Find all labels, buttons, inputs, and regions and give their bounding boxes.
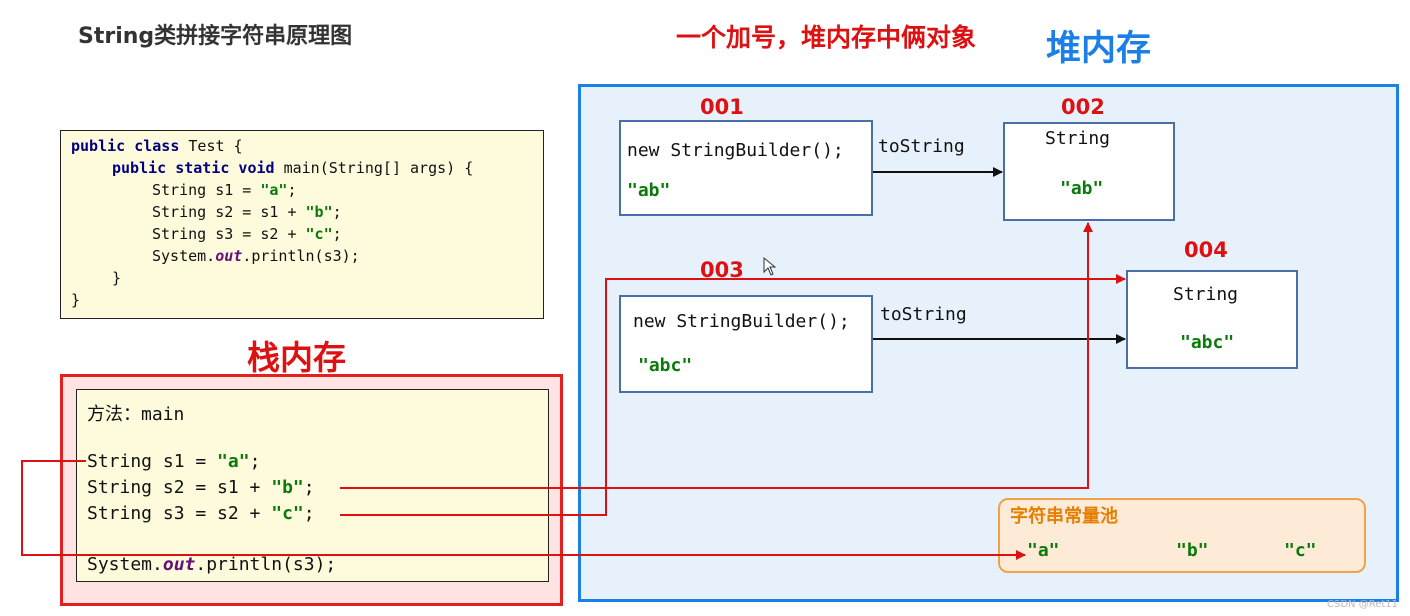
code-text: ; [249, 451, 261, 472]
code-text: System. [87, 554, 163, 575]
stack-line-s1: String s1 = "a"; [87, 451, 260, 472]
object-value: "abc" [638, 355, 693, 376]
code-text: String s3 = s2 + [87, 503, 272, 524]
stack-line-println: System.out.println(s3); [87, 554, 336, 575]
pool-label: 字符串常量池 [1010, 506, 1118, 527]
static-field: out [215, 247, 243, 265]
string-literal: "a" [260, 181, 288, 199]
s3-to-object-004-arrow [340, 274, 1126, 516]
code-text: .println(s3); [242, 247, 360, 265]
stack-line-s3: String s3 = s2 + "c"; [87, 503, 315, 524]
s1-to-pool-a-arrow [21, 460, 1026, 560]
code-text: Test { [179, 137, 243, 155]
code-text: String s1 = [152, 181, 261, 199]
code-text: ; [332, 225, 342, 243]
tostring-label-1: toString [878, 136, 965, 157]
code-text: String s1 = [87, 451, 218, 472]
code-text: main(String[] args) { [274, 159, 474, 177]
code-line-4: String s2 = s1 + "b"; [152, 203, 342, 221]
code-line-3: String s1 = "a"; [152, 181, 297, 199]
stack-line-s2: String s2 = s1 + "b"; [87, 477, 315, 498]
code-text: ; [287, 181, 297, 199]
mouse-cursor-icon [763, 256, 777, 276]
code-line-7: } [112, 269, 122, 287]
diagram-subtitle: 一个加号，堆内存中俩对象 [676, 23, 977, 52]
address-002: 002 [1061, 95, 1105, 119]
object-003-stringbuilder: new StringBuilder(); "abc" [619, 295, 873, 393]
object-004-string: String "abc" [1126, 270, 1298, 369]
code-box: public class Test { public static void m… [60, 130, 544, 319]
pool-value-a: "a" [1027, 540, 1060, 561]
code-line-2: public static void main(String[] args) { [112, 159, 473, 177]
object-value: "abc" [1180, 332, 1235, 353]
stack-method-label: 方法：main [87, 404, 185, 425]
static-field: out [162, 554, 196, 575]
string-constant-pool [998, 498, 1366, 573]
code-text: .println(s3); [195, 554, 337, 575]
code-line-8: } [71, 291, 81, 309]
code-text: String s2 = s1 + [152, 203, 306, 221]
object-002-string: String "ab" [1003, 122, 1175, 221]
code-text: ; [303, 503, 315, 524]
heap-label: 堆内存 [1046, 29, 1152, 69]
code-line-1: public class Test { [71, 137, 243, 155]
code-line-6: System.out.println(s3); [152, 247, 360, 265]
object-type: new StringBuilder(); [627, 140, 844, 161]
string-literal: "a" [217, 451, 250, 472]
code-text: String s2 = s1 + [87, 477, 272, 498]
code-line-5: String s3 = s2 + "c"; [152, 225, 342, 243]
object-value: "ab" [627, 180, 671, 201]
object-type: String [1173, 284, 1239, 305]
object-value: "ab" [1060, 178, 1104, 199]
code-text: ; [303, 477, 315, 498]
object-001-stringbuilder: new StringBuilder(); "ab" [619, 120, 873, 216]
page-title: String类拼接字符串原理图 [78, 24, 353, 49]
keyword: public static void [112, 159, 275, 177]
code-text: System. [152, 247, 216, 265]
string-literal: "b" [305, 203, 333, 221]
string-literal: "b" [271, 477, 304, 498]
address-004: 004 [1184, 238, 1228, 262]
watermark: CSDN @Ret11 [1327, 599, 1398, 610]
address-001: 001 [700, 95, 744, 119]
stack-label: 栈内存 [247, 338, 346, 377]
pool-value-b: "b" [1176, 540, 1209, 561]
stack-frame-main: 方法：main String s1 = "a"; String s2 = s1 … [76, 389, 549, 582]
object-type: new StringBuilder(); [633, 311, 850, 332]
s2-to-object-002-arrow [340, 222, 1093, 489]
string-literal: "c" [271, 503, 304, 524]
string-literal: "c" [305, 225, 333, 243]
code-text: ; [332, 203, 342, 221]
pool-value-c: "c" [1284, 540, 1317, 561]
object-type: String [1045, 128, 1111, 149]
tostring-label-2: toString [880, 304, 967, 325]
keyword: public class [71, 137, 180, 155]
code-text: String s3 = s2 + [152, 225, 306, 243]
